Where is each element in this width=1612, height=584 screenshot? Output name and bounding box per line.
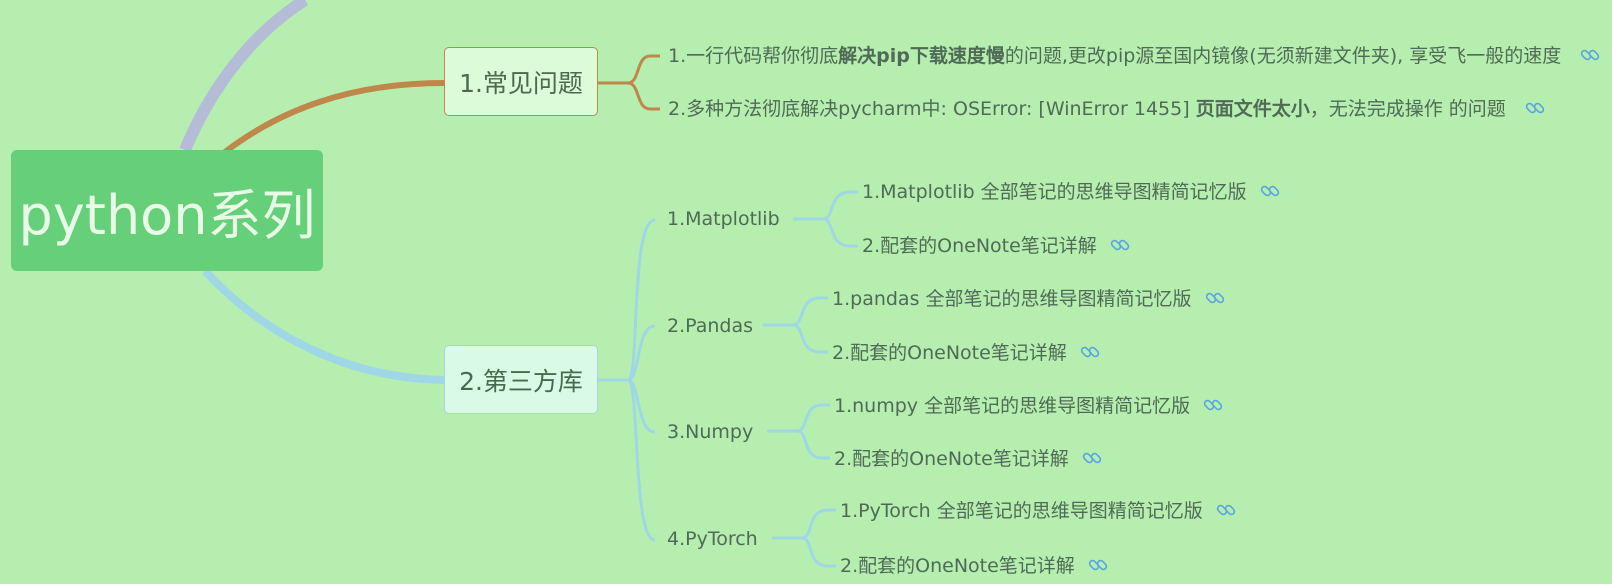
branch-curve-brown <box>223 80 445 155</box>
leaf-item-label: 2.配套的OneNote笔记详解 <box>862 235 1097 257</box>
leaf-item-label: 1.numpy 全部笔记的思维导图精简记忆版 <box>834 395 1191 417</box>
problem-item[interactable]: 1.一行代码帮你彻底解决pip下载速度慢的问题,更改pip源至国内镜像(无须新建… <box>668 44 1601 68</box>
leaf-item[interactable]: 2.配套的OneNote笔记详解 <box>832 341 1101 365</box>
lib-node-pandas[interactable]: 2.Pandas <box>667 315 754 337</box>
lib-node-pytorch[interactable]: 4.PyTorch <box>667 528 758 550</box>
leaf-item[interactable]: 1.Matplotlib 全部笔记的思维导图精简记忆版 <box>862 180 1281 204</box>
link-icon[interactable] <box>1087 554 1109 576</box>
blue-sub-connectors <box>598 190 858 568</box>
link-icon[interactable] <box>1259 180 1281 202</box>
leaf-item-label: 2.配套的OneNote笔记详解 <box>834 448 1069 470</box>
branch-curve-purple <box>179 0 309 153</box>
link-icon[interactable] <box>1204 287 1226 309</box>
leaf-item-label: 2.配套的OneNote笔记详解 <box>832 342 1067 364</box>
link-icon[interactable] <box>1215 499 1237 521</box>
branch-curve-blue <box>202 268 445 384</box>
problem-item-text: ，无法完成操作 的问题 <box>1309 98 1506 120</box>
link-icon[interactable] <box>1579 44 1601 66</box>
problem-item-text: 1.一行代码帮你彻底 <box>668 45 839 67</box>
problem-item[interactable]: 2.多种方法彻底解决pycharm中: OSError: [WinError 1… <box>668 97 1546 121</box>
brown-sub-connectors <box>598 54 660 111</box>
leaf-item-label: 1.PyTorch 全部笔记的思维导图精简记忆版 <box>840 500 1203 522</box>
leaf-item[interactable]: 2.配套的OneNote笔记详解 <box>834 447 1103 471</box>
lib-node-numpy[interactable]: 3.Numpy <box>667 421 754 443</box>
root-topic[interactable]: python系列 <box>11 150 323 271</box>
topic-common-problems[interactable]: 1.常见问题 <box>444 47 598 116</box>
problem-item-bold: 解决pip下载速度慢 <box>838 45 1005 67</box>
problem-item-text: 的问题,更改pip源至国内镜像(无须新建文件夹), 享受飞一般的速度 <box>1004 45 1562 67</box>
link-icon[interactable] <box>1079 341 1101 363</box>
link-icon[interactable] <box>1081 447 1103 469</box>
problem-item-text: 2.多种方法彻底解决pycharm中: OSError: [WinError 1… <box>668 98 1196 120</box>
leaf-item-label: 1.Matplotlib 全部笔记的思维导图精简记忆版 <box>862 181 1247 203</box>
leaf-item[interactable]: 2.配套的OneNote笔记详解 <box>840 554 1109 578</box>
leaf-item-label: 2.配套的OneNote笔记详解 <box>840 555 1075 577</box>
link-icon[interactable] <box>1202 394 1224 416</box>
leaf-item[interactable]: 2.配套的OneNote笔记详解 <box>862 234 1131 258</box>
lib-node-matplotlib[interactable]: 1.Matplotlib <box>667 208 780 230</box>
topic-third-party-libs[interactable]: 2.第三方库 <box>444 345 598 414</box>
leaf-item[interactable]: 1.numpy 全部笔记的思维导图精简记忆版 <box>834 394 1224 418</box>
link-icon[interactable] <box>1524 97 1546 119</box>
leaf-item[interactable]: 1.pandas 全部笔记的思维导图精简记忆版 <box>832 287 1226 311</box>
leaf-item-label: 1.pandas 全部笔记的思维导图精简记忆版 <box>832 288 1192 310</box>
leaf-item[interactable]: 1.PyTorch 全部笔记的思维导图精简记忆版 <box>840 499 1237 523</box>
link-icon[interactable] <box>1109 234 1131 256</box>
problem-item-bold: 页面文件太小 <box>1195 98 1310 120</box>
